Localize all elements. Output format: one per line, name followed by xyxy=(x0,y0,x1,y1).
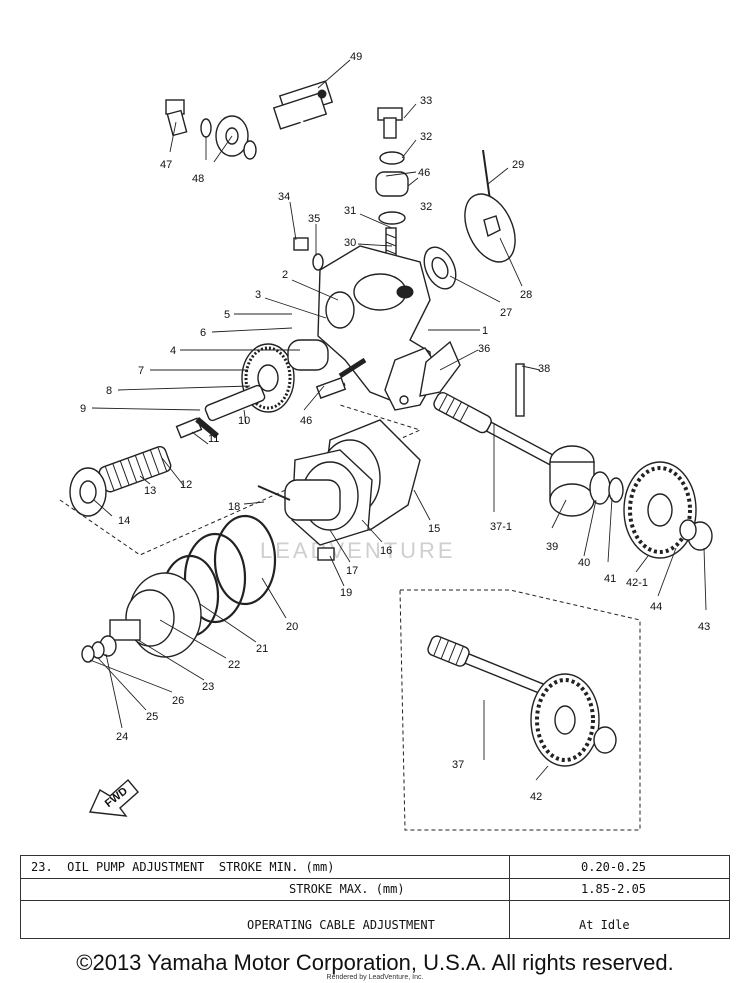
callout-44: 44 xyxy=(650,601,662,613)
callout-10: 10 xyxy=(238,415,250,427)
top-fittings xyxy=(375,107,409,265)
callout-42: 42 xyxy=(530,791,542,803)
callout-5: 5 xyxy=(224,309,230,321)
callout-32-upper: 32 xyxy=(420,131,432,143)
cover-plate xyxy=(423,149,516,290)
callout-13: 13 xyxy=(144,485,156,497)
callout-39: 39 xyxy=(546,541,558,553)
callout-47: 47 xyxy=(160,159,172,171)
callout-37-1: 37-1 xyxy=(490,521,512,533)
table-row: 23. OIL PUMP ADJUSTMENT STROKE MIN. (mm)… xyxy=(21,856,729,879)
callout-4: 4 xyxy=(170,345,176,357)
right-shaft-assembly xyxy=(419,340,713,559)
callout-29: 29 xyxy=(512,159,524,171)
row-label: 23. OIL PUMP ADJUSTMENT STROKE MIN. (mm) xyxy=(31,860,335,874)
callout-19: 19 xyxy=(340,587,352,599)
oil-pipe xyxy=(220,15,379,180)
callout-8: 8 xyxy=(106,385,112,397)
callout-12: 12 xyxy=(180,479,192,491)
watermark-text: LEADVENTURE xyxy=(260,538,456,563)
row-label: OPERATING CABLE ADJUSTMENT xyxy=(247,918,435,932)
plunger-assembly xyxy=(81,572,202,663)
callout-15: 15 xyxy=(428,523,440,535)
callout-22: 22 xyxy=(228,659,240,671)
callout-6: 6 xyxy=(200,327,206,339)
parts-diagram: LEADVENTURE xyxy=(59,15,713,831)
pump-housing xyxy=(257,419,421,561)
callout-26: 26 xyxy=(172,695,184,707)
callout-35: 35 xyxy=(308,213,320,225)
callout-16: 16 xyxy=(380,545,392,557)
callout-43: 43 xyxy=(698,621,710,633)
table-row: OPERATING CABLE ADJUSTMENT At Idle xyxy=(21,900,729,938)
adjustment-table: 23. OIL PUMP ADJUSTMENT STROKE MIN. (mm)… xyxy=(20,855,730,939)
callout-3: 3 xyxy=(255,289,261,301)
inset-variant xyxy=(399,589,641,831)
callout-17: 17 xyxy=(346,565,358,577)
row-value: 0.20-0.25 xyxy=(581,860,647,874)
callout-46-upper: 46 xyxy=(418,167,430,179)
body-screws xyxy=(293,237,324,271)
banjo-fitting xyxy=(165,99,257,160)
callout-18: 18 xyxy=(228,501,240,513)
callout-2: 2 xyxy=(282,269,288,281)
callout-38: 38 xyxy=(538,363,550,375)
callout-31: 31 xyxy=(344,205,356,217)
table-column-divider xyxy=(509,856,510,938)
copyright-footer: ©2013 Yamaha Motor Corporation, U.S.A. A… xyxy=(76,950,674,975)
callout-46-lower: 46 xyxy=(300,415,312,427)
row-value: At Idle xyxy=(579,918,630,932)
callout-49: 49 xyxy=(350,51,362,63)
table-row: STROKE MAX. (mm) 1.85-2.05 xyxy=(21,878,729,901)
callout-11: 11 xyxy=(208,433,219,445)
callout-21: 21 xyxy=(256,643,268,655)
callout-37: 37 xyxy=(452,759,464,771)
fwd-arrow: FWD xyxy=(88,778,139,817)
callout-23: 23 xyxy=(202,681,214,693)
callout-33: 33 xyxy=(420,95,432,107)
callout-41: 41 xyxy=(604,573,616,585)
callout-labels: 1 2 3 4 5 6 7 8 9 10 11 12 13 14 15 16 1… xyxy=(80,51,710,803)
callout-1: 1 xyxy=(482,325,488,337)
callout-34: 34 xyxy=(278,191,290,203)
row-label: STROKE MAX. (mm) xyxy=(289,882,405,896)
callout-9: 9 xyxy=(80,403,86,415)
callout-32-lower: 32 xyxy=(420,201,432,213)
callout-27: 27 xyxy=(500,307,512,319)
callout-48: 48 xyxy=(192,173,204,185)
leader-lines xyxy=(89,59,707,781)
callout-20: 20 xyxy=(286,621,298,633)
left-shaft-assembly xyxy=(69,339,367,517)
callout-30: 30 xyxy=(344,237,356,249)
callout-28: 28 xyxy=(520,289,532,301)
callout-24: 24 xyxy=(116,731,128,743)
row-value: 1.85-2.05 xyxy=(581,882,647,896)
callout-7: 7 xyxy=(138,365,144,377)
rendered-by-note: Rendered by LeadVenture, Inc. xyxy=(326,974,424,981)
callout-42-1: 42-1 xyxy=(626,577,648,589)
callout-40: 40 xyxy=(578,557,590,569)
callout-14: 14 xyxy=(118,515,130,527)
callout-36: 36 xyxy=(478,343,490,355)
callout-25: 25 xyxy=(146,711,158,723)
